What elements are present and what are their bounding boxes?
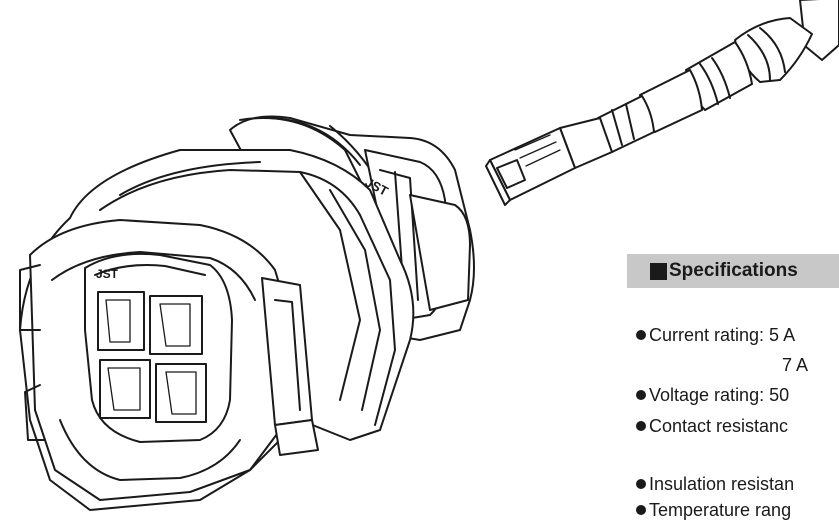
terminal-drawing [485,117,613,206]
housing-drawing [19,115,475,511]
spec-item-temperature-range: Temperature rang [636,500,791,521]
spec-item-insulation-resistance: Insulation resistan [636,474,794,495]
bullet-icon [636,505,646,515]
bullet-icon [636,330,646,340]
spec-item-current-continuation: 7 A [782,355,809,375]
spec-item-label: Temperature rang [649,500,792,520]
housing-marking: JST [96,267,119,281]
spec-item-contact-resistance: Contact resistanc [636,416,788,437]
spec-item-label: Current rating: 5 A [649,325,796,345]
cable-drawing [597,0,839,153]
bullet-icon [636,390,646,400]
spec-item-voltage: Voltage rating: 50 [636,385,789,406]
spec-item-label: Voltage rating: 50 [649,385,790,405]
bullet-icon [636,421,646,431]
bullet-icon [636,479,646,489]
specifications-title: Specifications [669,260,798,281]
spec-item-current: Current rating: 5 A [636,325,795,346]
specifications-header: Specifications [627,254,839,288]
spec-item-label: Insulation resistan [649,474,795,494]
spec-item-label: Contact resistanc [649,416,789,436]
square-bullet-icon [650,262,667,280]
